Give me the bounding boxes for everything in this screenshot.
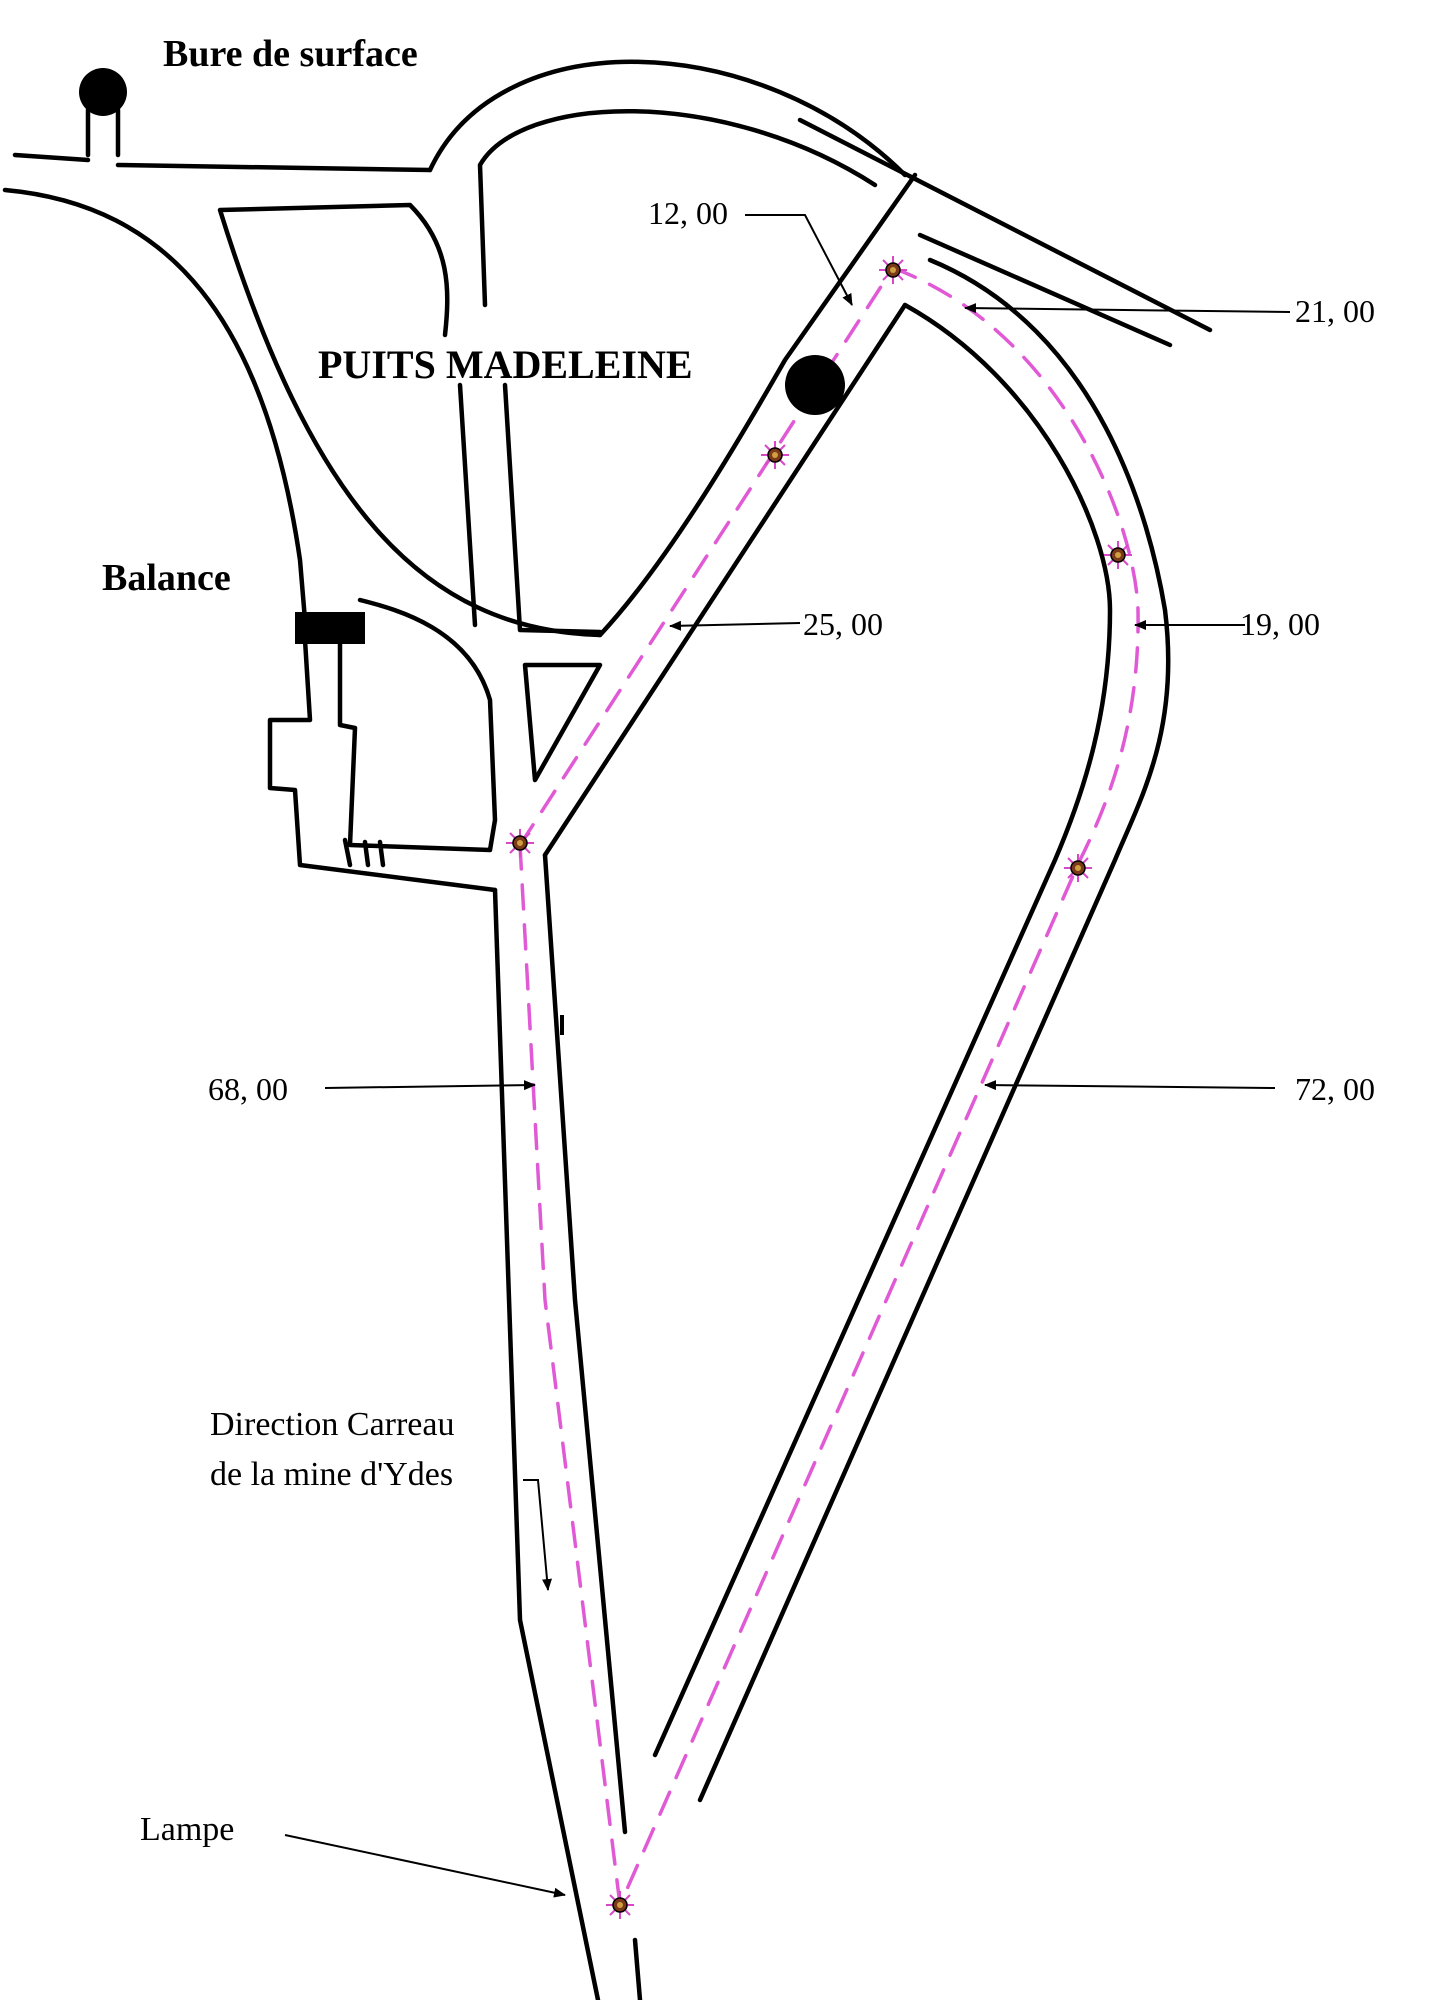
label-bure-de-surface: Bure de surface (163, 33, 418, 75)
distance-19: 19, 00 (1240, 606, 1320, 642)
lamp-icon (605, 1890, 635, 1920)
wall-diag-inner (542, 302, 908, 858)
leader-12 (745, 214, 853, 306)
distance-68: 68, 00 (208, 1071, 288, 1107)
puits-madeleine-shaft-icon (785, 355, 845, 415)
wall-inner-loop (217, 202, 603, 638)
wall-far-left-top (12, 152, 433, 173)
leader-direction (523, 1479, 552, 1591)
wall-top-right-inner (917, 232, 1173, 348)
wall-inner-arch (477, 109, 878, 308)
label-balance: Balance (102, 557, 231, 599)
route-main-descent (518, 843, 622, 1907)
wall-small-triangle (522, 662, 603, 783)
distance-21: 21, 00 (1295, 293, 1375, 329)
balance-block-icon (295, 612, 365, 644)
distance-72: 72, 00 (1295, 1071, 1375, 1107)
distance-12: 12, 00 (648, 195, 728, 231)
wall-main-left-outer (492, 887, 601, 2000)
wall-bottom-tail (632, 1937, 643, 2000)
lamp-icon (505, 828, 535, 858)
wall-balance-building (267, 597, 498, 893)
leader-21 (964, 303, 1291, 314)
bure-shaft-icon (79, 68, 127, 116)
wall-right-loop-outer (697, 257, 1171, 1803)
distance-leaders (284, 214, 1291, 1898)
gallery-walls (2, 59, 1213, 2000)
lamp-icon (878, 255, 908, 285)
label-direction-line2: de la mine d'Ydes (210, 1456, 453, 1493)
wall-top-right-outer (797, 117, 1213, 333)
label-direction-line1: Direction Carreau (210, 1406, 455, 1443)
wall-mark (560, 1015, 564, 1035)
lamp-icon (760, 440, 790, 470)
leader-25 (669, 620, 801, 631)
bure-connector-walls (85, 107, 121, 158)
lamp-icon (1103, 540, 1133, 570)
label-lampe: Lampe (140, 1811, 234, 1848)
leader-68 (324, 1080, 536, 1091)
wall-right-loop-inner (652, 302, 1113, 1758)
wall-top-arch (427, 59, 908, 178)
label-puits-madeleine: PUITS MADELEINE (318, 342, 693, 387)
distance-25: 25, 00 (803, 606, 883, 642)
lamp-icon (1063, 853, 1093, 883)
wall-mid-vertical-right (502, 382, 603, 635)
wall-diag-outer (597, 172, 918, 638)
wall-outer-left-curve (2, 187, 308, 623)
leader-lampe (284, 1834, 566, 1898)
wall-mid-vertical-left (457, 382, 478, 628)
wall-main-left-inner (542, 852, 628, 1835)
leader-72 (984, 1080, 1276, 1091)
